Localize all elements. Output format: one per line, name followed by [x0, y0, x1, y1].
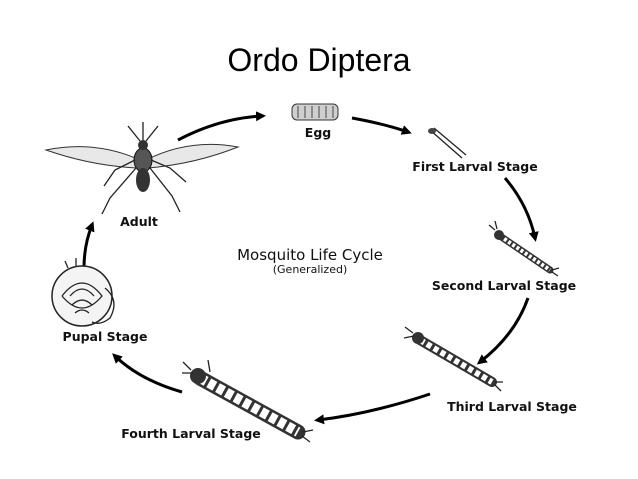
fourth-larva-illustration	[182, 359, 314, 443]
stage-label-egg: Egg	[305, 125, 331, 140]
stage-label-second-larval: Second Larval Stage	[432, 278, 576, 293]
arrow-adult-to-egg	[177, 111, 266, 142]
diagram-center-subtitle: (Generalized)	[273, 263, 348, 276]
egg-raft-illustration	[291, 103, 339, 121]
adult-mosquito-illustration	[44, 122, 240, 215]
stage-label-first-larval: First Larval Stage	[412, 159, 537, 174]
second-larva-illustration	[488, 220, 560, 277]
arrow-second-to-third	[476, 297, 530, 365]
arrow-first-to-second	[503, 177, 539, 242]
third-larva-illustration	[403, 326, 503, 392]
arrow-pupal-to-adult	[82, 221, 95, 269]
diagram-center-title: Mosquito Life Cycle	[237, 246, 383, 264]
stage-label-pupal: Pupal Stage	[63, 329, 148, 344]
slide-title: Ordo Diptera	[227, 42, 411, 78]
stage-label-third-larval: Third Larval Stage	[447, 399, 577, 414]
arrow-third-to-fourth	[314, 392, 431, 425]
arrow-fourth-to-pupal	[112, 353, 183, 394]
stage-label-fourth-larval: Fourth Larval Stage	[121, 426, 261, 441]
arrow-egg-to-first	[351, 116, 412, 135]
first-larva-illustration	[428, 127, 467, 159]
pupa-illustration	[51, 258, 115, 327]
stage-label-adult: Adult	[120, 214, 158, 229]
